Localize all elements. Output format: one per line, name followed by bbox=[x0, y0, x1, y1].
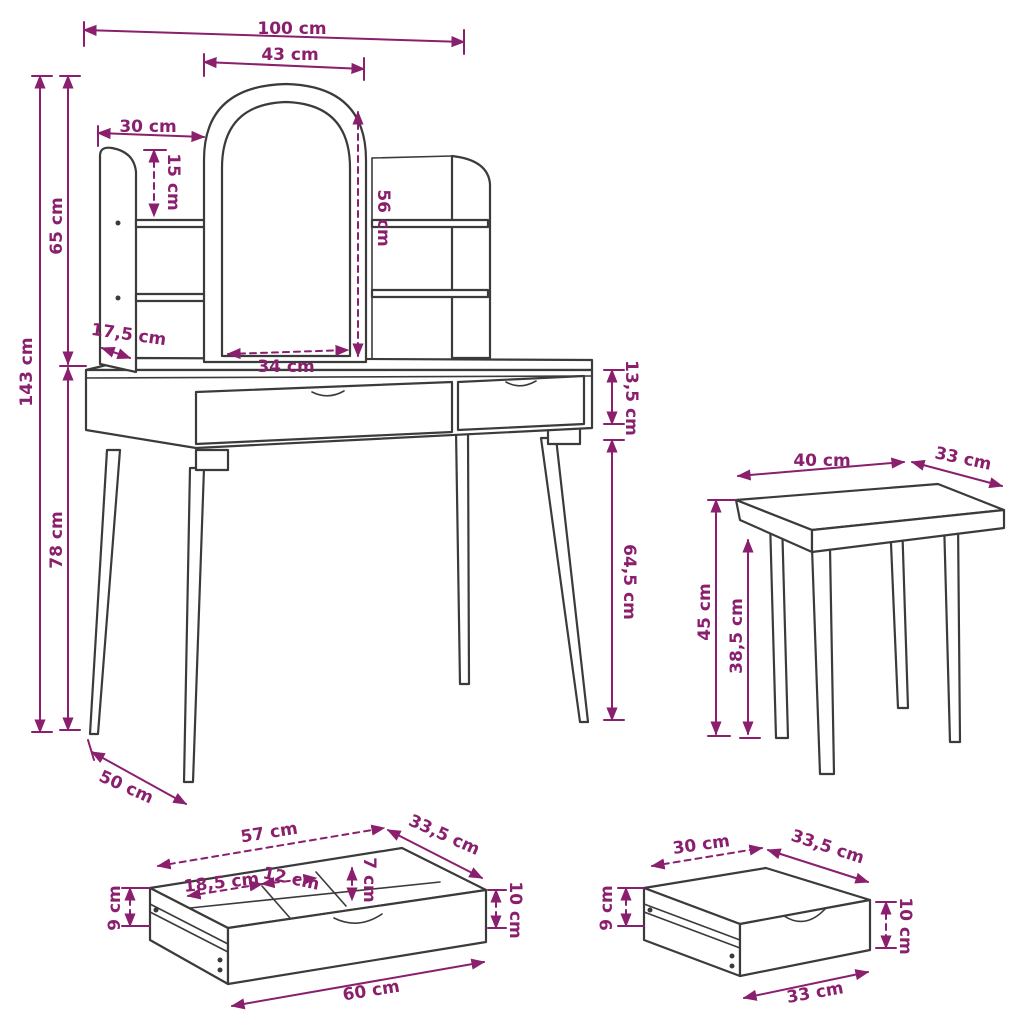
drawer-divider-short bbox=[261, 885, 291, 919]
label-stool-height: 45 cm bbox=[695, 583, 715, 640]
label-table-height: 78 cm bbox=[47, 511, 67, 568]
label-large-drawer-depth: 33,5 cm bbox=[405, 811, 482, 860]
drawer-divider-long bbox=[189, 881, 441, 909]
table-dimensions bbox=[31, 21, 625, 805]
table-leg-back-right bbox=[454, 428, 471, 686]
label-table-depth: 50 cm bbox=[96, 767, 157, 809]
stool-seat-front bbox=[810, 508, 1006, 554]
table-leg-front-right bbox=[539, 436, 590, 724]
label-total-width: 100 cm bbox=[257, 19, 326, 39]
label-total-height: 143 cm bbox=[17, 337, 37, 406]
label-large-drawer-outer-width: 60 cm bbox=[341, 977, 401, 1006]
table-leg-front-middle bbox=[182, 466, 206, 784]
label-divider-height: 7 cm bbox=[359, 857, 379, 903]
label-large-drawer-inner-height: 9 cm bbox=[105, 885, 125, 931]
table-drawer-large bbox=[194, 380, 454, 446]
arched-mirror-glass bbox=[220, 100, 352, 358]
label-apron-height: 13,5 cm bbox=[621, 360, 641, 436]
large-drawer-illustration bbox=[148, 846, 488, 986]
label-small-drawer-inner-height: 9 cm bbox=[597, 885, 617, 931]
stool-leg-back-left bbox=[768, 518, 790, 740]
hutch-right-side-panel bbox=[450, 154, 492, 360]
vanity-table-illustration bbox=[84, 82, 594, 784]
label-stool-leg-height: 38,5 cm bbox=[727, 598, 747, 674]
label-mirror-height: 56 cm bbox=[373, 189, 393, 246]
label-mirror-width: 43 cm bbox=[261, 45, 318, 65]
stool-illustration bbox=[734, 482, 1006, 776]
label-stool-width: 40 cm bbox=[793, 451, 850, 471]
stool-leg-back-right bbox=[888, 518, 910, 710]
table-leg-front-left bbox=[88, 448, 122, 736]
label-top-height: 65 cm bbox=[47, 197, 67, 254]
hutch-right-shelf-bottom bbox=[370, 288, 490, 299]
hutch-left-side-panel bbox=[98, 146, 138, 374]
label-small-drawer-depth: 33,5 cm bbox=[788, 826, 866, 868]
table-drawer-small bbox=[456, 374, 586, 432]
label-leg-height: 64,5 cm bbox=[619, 544, 639, 620]
leg-block-left bbox=[194, 448, 230, 472]
small-drawer-illustration bbox=[642, 866, 872, 978]
label-small-drawer-outer-width: 33 cm bbox=[785, 978, 845, 1008]
label-mirror-inner-width: 34 cm bbox=[257, 357, 314, 377]
stool-leg-front-right bbox=[942, 518, 962, 744]
stool-dimensions bbox=[707, 457, 1004, 739]
small-drawer-dimensions bbox=[617, 844, 897, 1001]
label-small-drawer-outer-height: 10 cm bbox=[895, 897, 915, 954]
stool-leg-front-left bbox=[810, 546, 836, 776]
large-drawer-dimensions bbox=[121, 824, 507, 1010]
label-large-drawer-outer-height: 10 cm bbox=[505, 881, 525, 938]
label-shelf-width: 30 cm bbox=[119, 117, 176, 137]
label-shelf-spacing: 15 cm bbox=[163, 153, 183, 210]
